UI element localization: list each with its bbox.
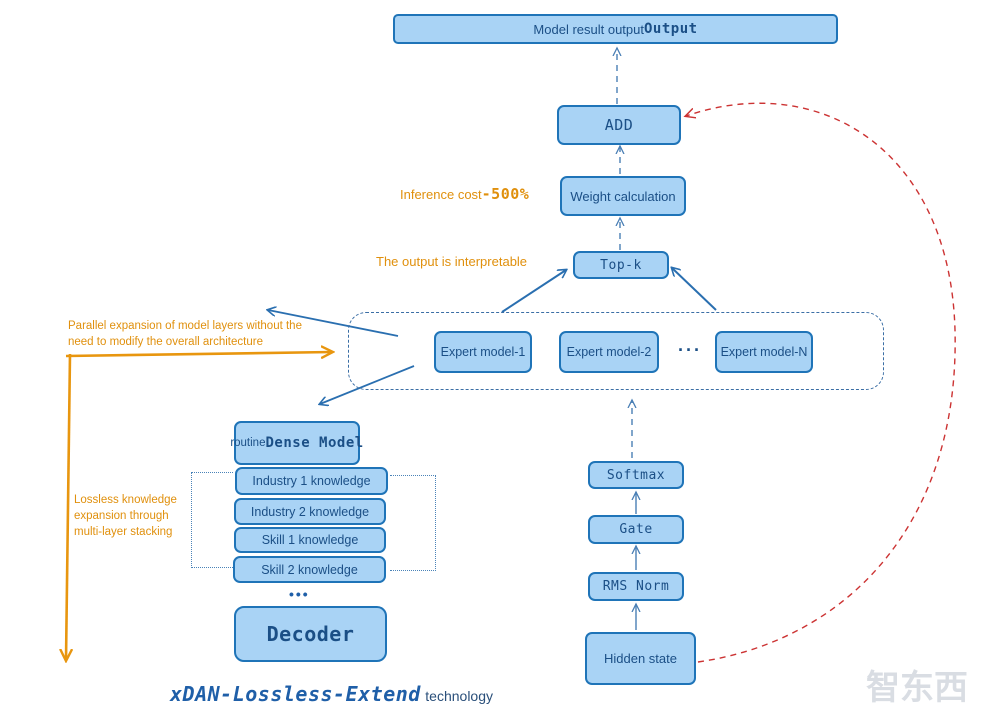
experts-ellipsis: ··· — [678, 340, 702, 360]
industry-2-knowledge-box: Industry 2 knowledge — [234, 498, 386, 525]
hidden-state-label: Hidden state — [604, 651, 677, 666]
expert-model-2-box: Expert model-2 — [559, 331, 659, 373]
output-label-suffix: Output — [644, 21, 698, 37]
arrow-expertN-to-topk — [672, 268, 717, 311]
stack-ellipsis: ••• — [289, 586, 310, 602]
stack-bracket-left — [191, 472, 233, 568]
industry-2-knowledge-label: Industry 2 knowledge — [250, 504, 370, 519]
rms-norm-box: RMS Norm — [588, 572, 684, 601]
add-label: ADD — [604, 116, 634, 134]
gate-label: Gate — [619, 522, 653, 537]
softmax-label: Softmax — [606, 467, 666, 483]
expert-group-container — [348, 312, 884, 390]
industry-1-knowledge-box: Industry 1 knowledge — [235, 467, 388, 495]
gate-box: Gate — [588, 515, 684, 544]
output-label-prefix: Model result output — [533, 21, 644, 37]
hidden-state-box: Hidden state — [585, 632, 696, 685]
arrow-experts-to-left — [268, 310, 399, 337]
lossless-expansion-note: Lossless knowledge expansion through mul… — [74, 492, 194, 540]
topk-label: Top-k — [600, 257, 642, 273]
lossless-line-1: Lossless knowledge — [74, 494, 177, 506]
skill-1-knowledge-box: Skill 1 knowledge — [234, 527, 386, 553]
rms-norm-label: RMS Norm — [602, 579, 670, 594]
skill-2-knowledge-box: Skill 2 knowledge — [233, 556, 386, 583]
arrow-experts-to-dense — [320, 365, 415, 404]
orange-down-arrow — [66, 353, 70, 660]
decoder-label: Decoder — [266, 622, 355, 646]
interpretable-note: The output is interpretable — [376, 254, 527, 270]
residual-connection-arrow — [686, 102, 956, 663]
skill-2-knowledge-label: Skill 2 knowledge — [261, 562, 358, 577]
decoder-box: Decoder — [234, 606, 387, 662]
weight-calculation-label: Weight calculation — [570, 188, 676, 204]
expert-model-2-label: Expert model-2 — [566, 345, 652, 359]
parallel-expansion-line-1: Parallel expansion of model layers witho… — [68, 320, 302, 332]
technology-caption: xDAN-Lossless-Extend technology — [170, 682, 493, 706]
inference-cost-note: Inference cost-500% — [400, 186, 529, 203]
arrow-expert1-to-topk — [501, 270, 566, 313]
interpretable-label: The output is interpretable — [376, 254, 528, 269]
lossless-line-3: multi-layer stacking — [74, 526, 173, 538]
inference-cost-value: -500% — [481, 185, 530, 203]
dense-model-suffix: Dense Model — [265, 435, 364, 451]
skill-1-knowledge-label: Skill 1 knowledge — [261, 533, 359, 547]
expert-model-n-box: Expert model-N — [715, 331, 813, 373]
watermark-logo: 智东西 — [866, 669, 968, 707]
topk-box: Top-k — [573, 251, 669, 279]
lossless-line-2: expansion through — [74, 510, 169, 522]
expert-model-1-label: Expert model-1 — [440, 345, 526, 359]
inference-cost-label: Inference cost — [400, 187, 482, 202]
technology-suffix: technology — [425, 688, 493, 704]
parallel-expansion-note: Parallel expansion of model layers witho… — [68, 318, 323, 350]
expert-model-n-label: Expert model-N — [720, 345, 808, 359]
weight-calculation-box: Weight calculation — [560, 176, 686, 216]
orange-expansion-arrow — [65, 352, 332, 356]
dense-model-prefix: routine — [230, 437, 266, 449]
technology-name: xDAN-Lossless-Extend — [170, 682, 421, 706]
softmax-box: Softmax — [588, 461, 684, 489]
add-box: ADD — [557, 105, 681, 145]
expert-model-1-box: Expert model-1 — [434, 331, 532, 373]
industry-1-knowledge-label: Industry 1 knowledge — [252, 474, 371, 488]
stack-bracket-right — [390, 475, 436, 571]
parallel-expansion-line-2: need to modify the overall architecture — [68, 336, 263, 348]
